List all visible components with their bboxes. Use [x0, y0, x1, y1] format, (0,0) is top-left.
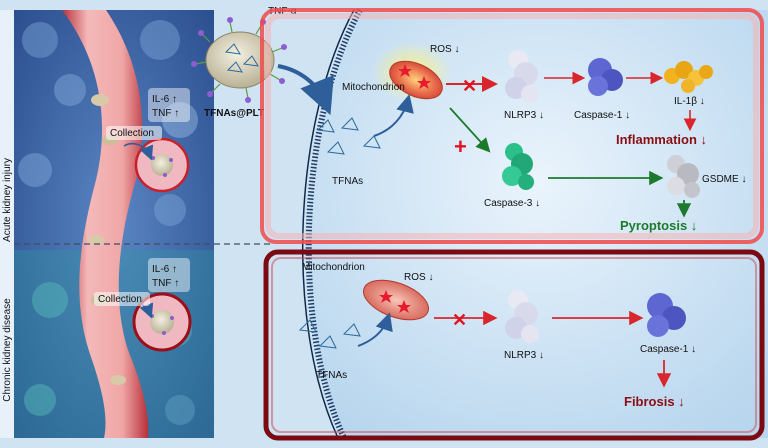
- aki-gsdme-label: GSDME ↓: [702, 174, 746, 185]
- bottom-il6-label: IL-6 ↑: [152, 264, 177, 275]
- ckd-fibrosis-label: Fibrosis ↓: [624, 394, 685, 409]
- platelet-entry-arrow: [277, 64, 334, 116]
- aki-casp3-block-mark: +: [454, 134, 467, 159]
- aki-nlrp3-block-mark: ✕: [462, 76, 477, 96]
- aki-tfnas-arrow: [373, 94, 414, 137]
- aki-il1b-label: IL-1β ↓: [674, 96, 705, 107]
- bottom-tnf-label: TNF ↑: [152, 278, 179, 289]
- top-tnf-label: TNF ↑: [152, 108, 179, 119]
- ckd-ros-label: ROS ↓: [404, 272, 433, 283]
- ckd-tfnas-label: TFNAs: [316, 370, 347, 381]
- aki-tfnas-label: TFNAs: [332, 176, 363, 187]
- aki-nlrp3-protein: [505, 50, 539, 103]
- ckd-tfnas-arrow: [357, 312, 393, 347]
- top-collection-arrow: [123, 142, 154, 161]
- ckd-mitochondrion-label: Mitochondrion: [302, 262, 365, 273]
- top-collection-label: Collection: [110, 128, 154, 139]
- ckd-caspase1-label: Caspase-1 ↓: [640, 344, 696, 355]
- ckd-nlrp3-block-mark: ✕: [452, 310, 467, 330]
- ckd-tfnas-structures: [298, 319, 361, 349]
- blood-vessel: [62, 10, 149, 438]
- top-collection-label-bg: [106, 126, 162, 140]
- ckd-section-label: Chronic kidney disease: [2, 298, 13, 402]
- bottom-cytokine-bg: [148, 258, 190, 292]
- tfnas-plt-label: TFNAs@PLT: [204, 108, 264, 119]
- top-il6-label: IL-6 ↑: [152, 94, 177, 105]
- tissue-texture: [18, 20, 198, 425]
- ckd-caspase1-protein: [647, 293, 686, 337]
- top-cytokine-bg: [148, 88, 190, 122]
- aki-ros-stars: [398, 64, 431, 89]
- aki-section-label: Acute kidney injury: [2, 158, 13, 242]
- aki-tfnas-structures: [316, 117, 381, 155]
- aki-nlrp3-label: NLRP3 ↓: [504, 110, 544, 121]
- bottom-collection-label: Collection: [98, 294, 142, 305]
- aki-caspase3-label: Caspase-3 ↓: [484, 198, 540, 209]
- tfnas-plt-platelet: [191, 17, 287, 103]
- top-collected-platelet: [151, 154, 173, 177]
- aki-il1b-protein: [664, 61, 713, 93]
- aki-caspase1-protein: [588, 58, 623, 96]
- aki-caspase3-protein: [502, 143, 534, 190]
- aki-ros-label: ROS ↓: [430, 44, 459, 55]
- aki-mito-casp3-arrow: [449, 107, 491, 153]
- aki-caspase1-label: Caspase-1 ↓: [574, 110, 630, 121]
- ckd-ros-stars: [379, 290, 411, 313]
- cell-membrane-edge: [301, 9, 355, 439]
- aki-mitochondrion-label: Mitochondrion: [342, 82, 405, 93]
- ckd-panel-border: [263, 249, 765, 441]
- ckd-panel-inner-border: [271, 257, 757, 433]
- aki-gsdme-protein: [667, 155, 700, 198]
- ckd-nlrp3-protein: [505, 290, 539, 343]
- section-label-strip: [0, 10, 14, 438]
- aki-pyroptosis-label: Pyroptosis ↓: [620, 218, 697, 233]
- bottom-collection-label-bg: [94, 292, 150, 306]
- ckd-nlrp3-label: NLRP3 ↓: [504, 350, 544, 361]
- aki-panel-glow: [265, 13, 759, 239]
- aki-panel-border: [260, 8, 764, 244]
- aki-inflammation-label: Inflammation ↓: [616, 132, 707, 147]
